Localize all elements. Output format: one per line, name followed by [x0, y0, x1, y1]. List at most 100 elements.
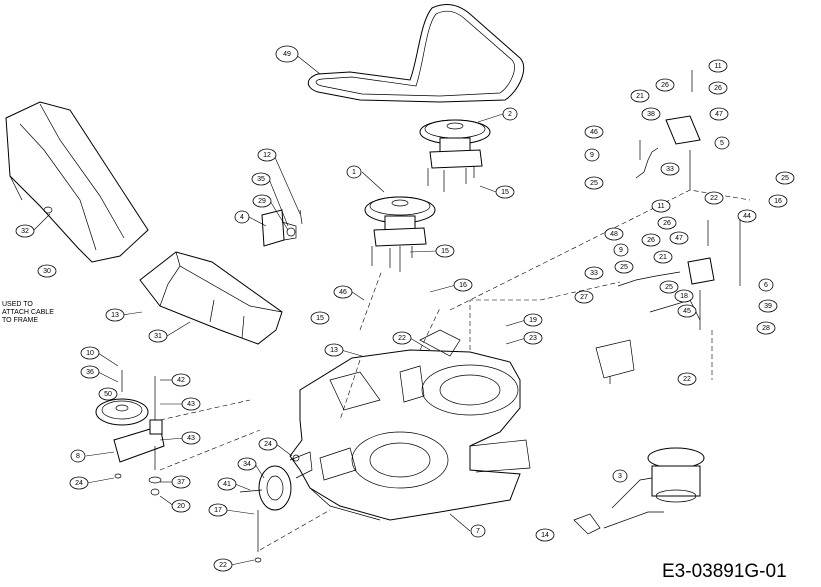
- gauge-wheel: [239, 451, 313, 563]
- callout-c19: 19: [523, 313, 543, 327]
- callout-bubble: [604, 227, 624, 241]
- callout-number: 33: [590, 270, 598, 277]
- callout-number: 43: [187, 435, 195, 442]
- callout-bubble: [310, 311, 330, 325]
- callout-c14: 14: [535, 528, 555, 542]
- callout-number: 26: [663, 220, 671, 227]
- callout-number: 28: [762, 325, 770, 332]
- callout-number: 46: [590, 129, 598, 136]
- callout-bubble: [709, 107, 729, 121]
- callout-bubble: [612, 469, 628, 483]
- callout-bubble: [213, 558, 233, 572]
- callout-bubble: [737, 209, 757, 223]
- callout-number: 9: [619, 247, 623, 254]
- callout-number: 27: [580, 294, 588, 301]
- callout-number: 2: [508, 111, 512, 118]
- callout-number: 26: [714, 85, 722, 92]
- bracket-assembly: [261, 209, 303, 247]
- callout-bubble: [105, 308, 125, 322]
- spindle-assembly-right: [419, 119, 491, 192]
- callout-c34: 34: [237, 457, 257, 471]
- callout-c22d: 22: [677, 372, 697, 386]
- callout-bubble: [171, 475, 191, 489]
- callout-bubble: [70, 449, 86, 463]
- callout-c22c: 22: [704, 191, 724, 205]
- callout-bubble: [208, 503, 228, 517]
- leader-lines: [32, 53, 527, 566]
- mower-deck: [289, 329, 531, 521]
- callout-bubble: [677, 372, 697, 386]
- callout-bubble: [257, 148, 277, 162]
- engine-pulley-assembly: [573, 447, 705, 535]
- callout-c22b: 22: [213, 558, 233, 572]
- callout-bubble: [775, 171, 795, 185]
- callout-c26d: 26: [641, 233, 661, 247]
- callout-number: 19: [529, 317, 537, 324]
- callout-number: 42: [177, 377, 185, 384]
- callout-bubble: [252, 194, 272, 208]
- callout-number: 44: [743, 213, 751, 220]
- callout-number: 33: [666, 166, 674, 173]
- callout-c47b: 47: [669, 231, 689, 245]
- callout-number: 32: [21, 228, 29, 235]
- callout-number: 36: [86, 369, 94, 376]
- callout-c8: 8: [70, 449, 86, 463]
- callout-bubble: [69, 476, 89, 490]
- callout-bubble: [275, 45, 299, 63]
- callout-number: 30: [43, 268, 51, 275]
- callout-c25d: 25: [659, 280, 679, 294]
- callout-c43b: 43: [181, 431, 201, 445]
- callout-number: 35: [257, 176, 265, 183]
- callout-c28: 28: [756, 321, 776, 335]
- callout-number: 13: [330, 347, 338, 354]
- callout-bubble: [704, 191, 724, 205]
- callout-bubble: [37, 264, 57, 278]
- callout-c44: 44: [737, 209, 757, 223]
- callout-c11b: 11: [651, 199, 671, 213]
- callout-number: 21: [636, 93, 644, 100]
- deflector-shield: [139, 251, 283, 345]
- callout-bubble: [677, 304, 697, 318]
- callout-number: 8: [76, 453, 80, 460]
- callout-c43a: 43: [181, 397, 201, 411]
- cable-bracket: [595, 339, 635, 384]
- callout-number: 7: [476, 528, 480, 535]
- callout-c12: 12: [257, 148, 277, 162]
- callout-number: 14: [541, 532, 549, 539]
- callout-c24a: 24: [69, 476, 89, 490]
- callout-bubble: [392, 331, 412, 345]
- callout-bubble: [657, 216, 677, 230]
- callout-c11a: 11: [708, 59, 728, 73]
- callout-bubble: [333, 285, 353, 299]
- callout-c10: 10: [80, 346, 100, 360]
- callout-c16a: 16: [453, 278, 473, 292]
- discharge-chute: [5, 101, 149, 263]
- callout-c4: 4: [234, 210, 250, 224]
- callout-c22a: 22: [392, 331, 412, 345]
- callout-bubble: [346, 165, 362, 179]
- callout-c24b: 24: [258, 437, 278, 451]
- callout-number: 15: [316, 315, 324, 322]
- callout-c5: 5: [714, 136, 730, 150]
- callout-c9a: 9: [584, 148, 600, 162]
- callout-c29: 29: [252, 194, 272, 208]
- callout-number: 25: [665, 284, 673, 291]
- callout-number: 22: [710, 195, 718, 202]
- callout-c1: 1: [346, 165, 362, 179]
- callout-number: 48: [610, 231, 618, 238]
- callout-bubble: [435, 244, 455, 258]
- callout-number: 49: [283, 51, 291, 58]
- callout-number: 11: [657, 203, 664, 210]
- callout-number: 10: [86, 350, 94, 357]
- callout-c39: 39: [758, 299, 778, 313]
- callout-number: 17: [214, 507, 222, 514]
- callout-bubble: [80, 365, 100, 379]
- callout-c26a: 26: [655, 78, 675, 92]
- callout-c42: 42: [171, 373, 191, 387]
- callout-number: 39: [764, 303, 772, 310]
- callout-bubble: [584, 148, 600, 162]
- callout-c46a: 46: [333, 285, 353, 299]
- callout-bubble: [660, 162, 680, 176]
- callout-number: 29: [258, 198, 266, 205]
- callout-c25a: 25: [584, 176, 604, 190]
